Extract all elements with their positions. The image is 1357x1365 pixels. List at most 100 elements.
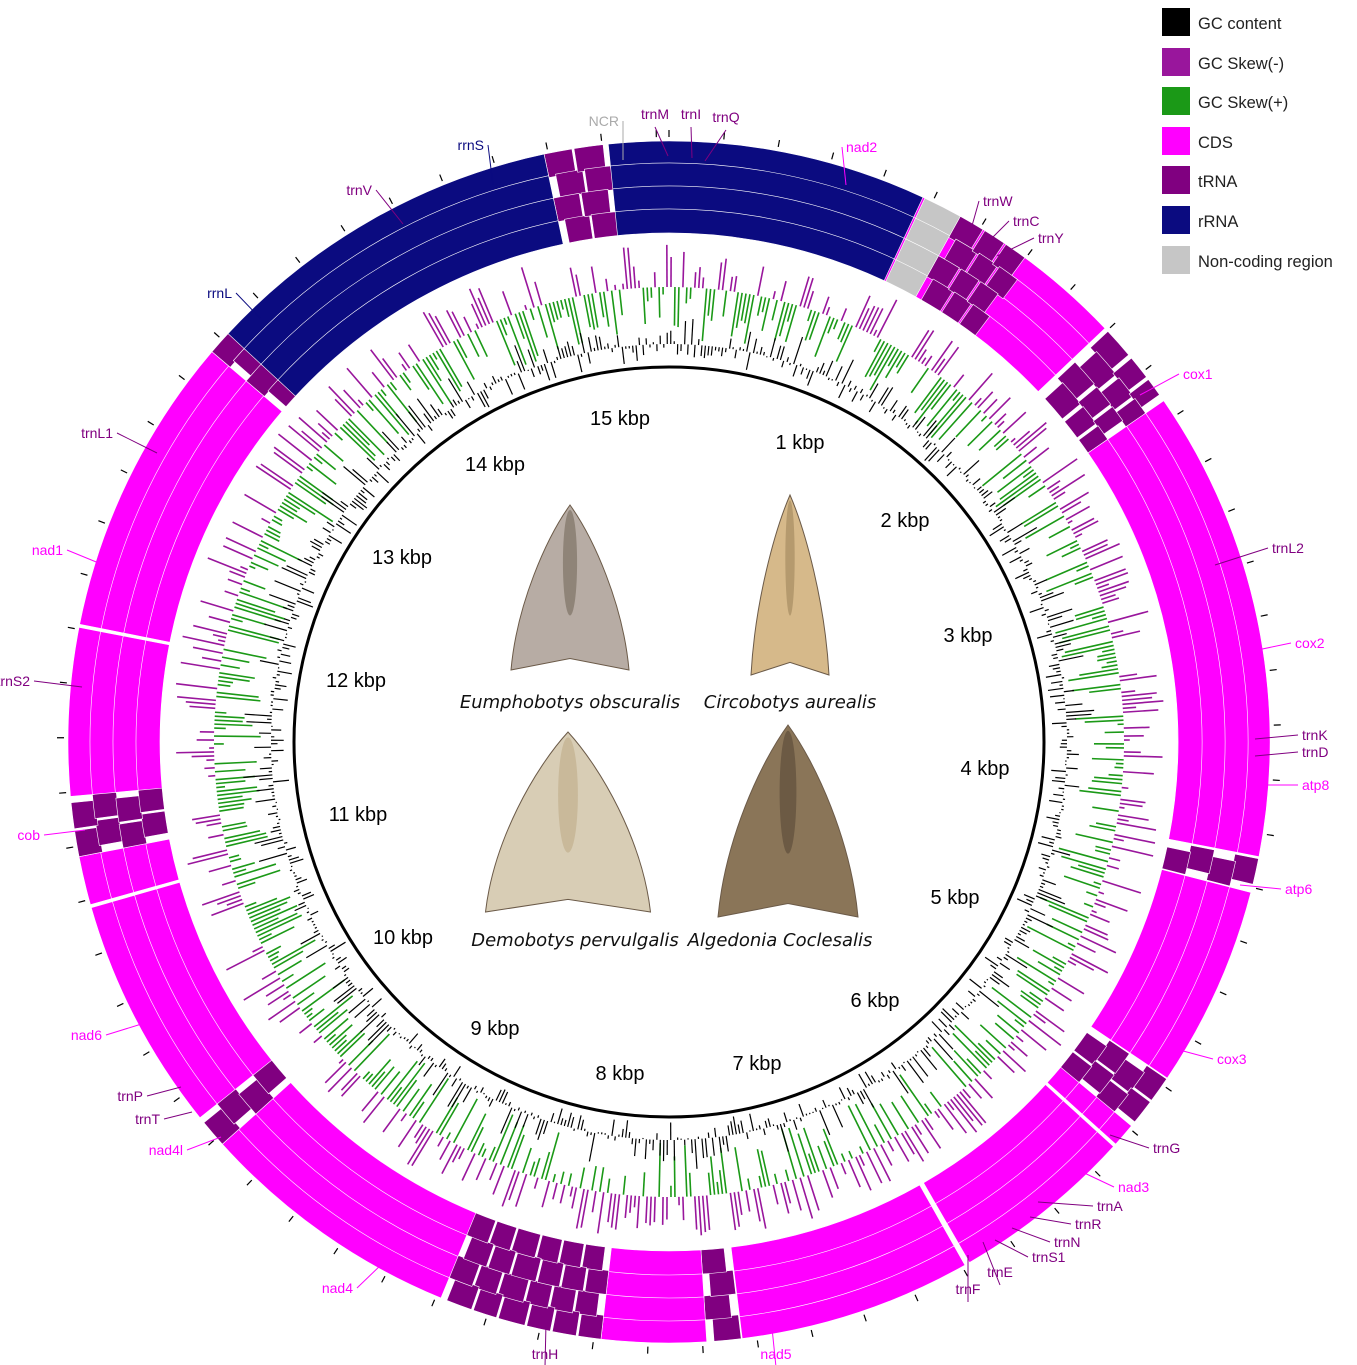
gc-content-bar bbox=[949, 1025, 954, 1030]
gc-skew-bar bbox=[219, 807, 243, 811]
gc-skew-bar bbox=[381, 1072, 400, 1095]
gc-skew-bar bbox=[504, 318, 507, 325]
gc-content-bar bbox=[308, 908, 309, 909]
gc-content-bar bbox=[399, 1033, 400, 1034]
gc-skew-bar bbox=[1117, 819, 1128, 821]
gc-content-bar bbox=[839, 1087, 845, 1099]
gene-label-trnd: trnD bbox=[1302, 744, 1328, 760]
gc-content-bar bbox=[401, 437, 406, 443]
gc-skew-bar bbox=[307, 1013, 312, 1017]
scale-tick bbox=[440, 175, 443, 181]
gc-skew-bar bbox=[1070, 544, 1079, 548]
gc-content-bar bbox=[1055, 702, 1065, 703]
gc-content-bar bbox=[595, 336, 598, 351]
gc-content-bar bbox=[784, 1123, 785, 1127]
gene-arc-trna bbox=[578, 1312, 604, 1339]
kbp-label: 10 kbp bbox=[373, 927, 433, 949]
gc-content-bar bbox=[960, 472, 961, 473]
gene-label-ncr: NCR bbox=[589, 113, 619, 129]
gc-skew-bar bbox=[196, 819, 221, 823]
scale-tick bbox=[432, 1300, 435, 1306]
gc-content-bar bbox=[973, 479, 980, 485]
gene-label-trny: trnY bbox=[1038, 230, 1064, 246]
gene-arc-trnp bbox=[92, 791, 119, 818]
gc-skew-bar bbox=[1075, 607, 1104, 616]
gc-content-bar bbox=[327, 539, 331, 542]
gc-skew-bar bbox=[177, 697, 216, 701]
gc-content-bar bbox=[806, 369, 807, 370]
gc-content-bar bbox=[692, 1139, 693, 1153]
gc-skew-bar bbox=[1092, 807, 1118, 811]
gc-content-bar bbox=[557, 346, 561, 359]
gc-skew-bar bbox=[1076, 611, 1105, 620]
gc-content-bar bbox=[1023, 569, 1027, 571]
kbp-label: 9 kbp bbox=[471, 1018, 520, 1040]
gc-content-bar bbox=[701, 345, 702, 356]
gc-content-bar bbox=[961, 1012, 969, 1019]
gc-content-bar bbox=[277, 675, 280, 676]
gc-content-bar bbox=[327, 522, 334, 527]
gc-skew-bar bbox=[214, 736, 261, 737]
gc-skew-bar bbox=[932, 1047, 966, 1086]
gc-skew-bar bbox=[542, 1152, 550, 1179]
gc-content-bar bbox=[910, 1059, 911, 1061]
gc-skew-bar bbox=[1111, 631, 1123, 634]
gc-content-bar bbox=[1053, 825, 1058, 826]
gc-content-bar bbox=[800, 1118, 801, 1121]
gc-content-bar bbox=[518, 1108, 519, 1111]
gc-content-bar bbox=[1026, 899, 1033, 902]
gc-skew-bar bbox=[707, 1195, 710, 1230]
gc-skew-bar bbox=[608, 1193, 612, 1222]
gc-content-bar bbox=[478, 393, 486, 407]
kbp-label: 12 kbp bbox=[326, 670, 386, 692]
gc-content-bar bbox=[467, 1086, 469, 1089]
gc-content-bar bbox=[562, 348, 565, 358]
gene-label-trnm: trnM bbox=[641, 106, 669, 122]
gc-content-bar bbox=[893, 410, 895, 413]
gc-content-bar bbox=[928, 1037, 931, 1041]
gc-skew-bar bbox=[870, 343, 888, 376]
gc-skew-bar bbox=[1100, 587, 1126, 596]
gc-skew-bar bbox=[643, 1172, 644, 1196]
gc-content-bar bbox=[915, 1055, 916, 1057]
gc-content-bar bbox=[493, 376, 497, 383]
gc-skew-bar bbox=[234, 607, 280, 621]
gc-content-bar bbox=[932, 1022, 942, 1032]
gene-label-leader bbox=[1030, 1217, 1071, 1224]
gc-skew-bar bbox=[702, 289, 706, 342]
gc-skew-bar bbox=[954, 1097, 973, 1121]
scale-tick bbox=[174, 1098, 180, 1102]
gc-content-bar bbox=[300, 583, 303, 584]
gc-skew-bar bbox=[592, 267, 596, 293]
gc-content-bar bbox=[977, 994, 979, 996]
gc-skew-bar bbox=[1102, 881, 1141, 893]
gc-skew-bar bbox=[860, 1147, 863, 1154]
gc-content-bar bbox=[288, 856, 292, 857]
gc-content-bar bbox=[860, 395, 863, 401]
gene-label-nad6: nad6 bbox=[71, 1027, 102, 1043]
gc-skew-bar bbox=[815, 317, 830, 357]
gc-skew-bar bbox=[1024, 447, 1037, 457]
gc-content-bar bbox=[273, 677, 276, 678]
gc-content-bar bbox=[984, 986, 986, 987]
gc-content-bar bbox=[884, 409, 887, 413]
gc-skew-bar bbox=[1084, 903, 1093, 906]
gc-content-bar bbox=[1045, 863, 1048, 864]
gc-content-bar bbox=[622, 1129, 623, 1137]
gc-skew-bar bbox=[525, 305, 527, 310]
gc-content-bar bbox=[1036, 587, 1038, 588]
gc-content-bar bbox=[899, 406, 907, 417]
gc-content-bar bbox=[629, 1132, 630, 1138]
legend-item-gc-skew-neg: GC Skew(-) bbox=[1160, 46, 1355, 86]
gc-skew-bar bbox=[1095, 850, 1110, 854]
gc-skew-bar bbox=[841, 308, 846, 320]
gc-content-bar bbox=[868, 1084, 869, 1086]
gc-skew-bar bbox=[875, 1125, 885, 1143]
gc-content-bar bbox=[518, 374, 524, 390]
gc-skew-bar bbox=[808, 1175, 819, 1210]
gc-skew-bar bbox=[986, 1040, 1000, 1053]
gc-skew-bar bbox=[939, 403, 972, 440]
gc-skew-bar bbox=[530, 309, 534, 320]
gc-skew-bar bbox=[1092, 759, 1124, 760]
gc-content-bar bbox=[904, 1062, 905, 1063]
